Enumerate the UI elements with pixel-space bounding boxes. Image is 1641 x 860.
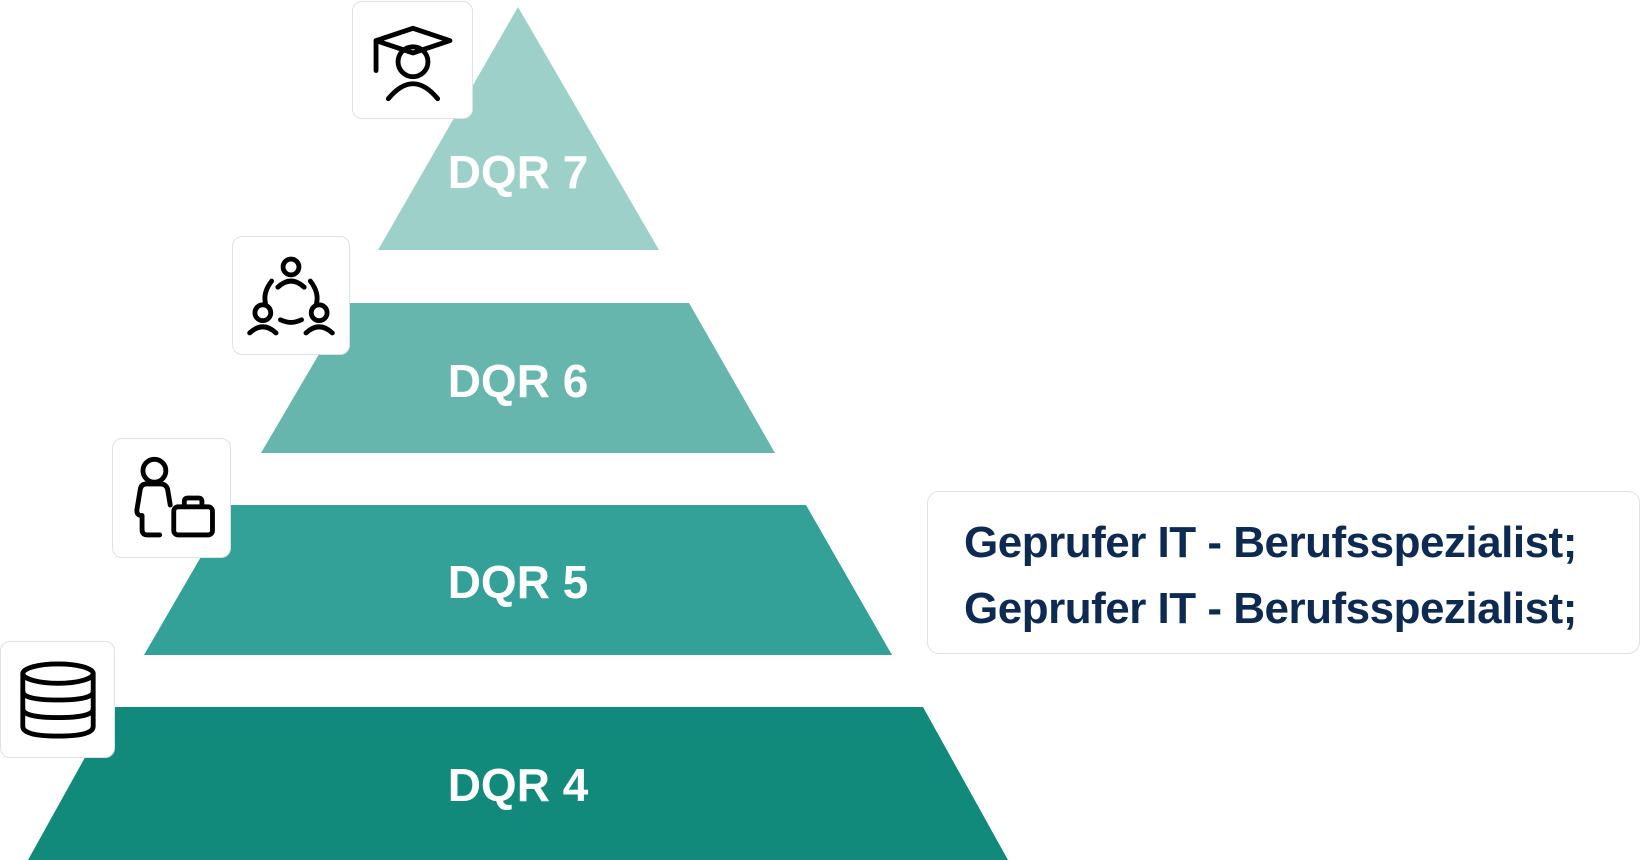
team-network-icon-box [232, 236, 350, 355]
team-network-icon [247, 256, 335, 335]
tier-label-dqr-6: DQR 6 [448, 355, 589, 407]
person-briefcase-icon-box [112, 438, 231, 558]
tier-label-dqr-7: DQR 7 [448, 146, 589, 198]
graduate-icon [373, 25, 452, 102]
qualification-line: Geprufer IT - Berufsspezialist; [964, 518, 1577, 567]
database-icon [19, 661, 96, 738]
graduate-icon-box [352, 1, 473, 119]
qualification-info-box: Geprufer IT - Berufsspezialist; Geprufer… [927, 491, 1640, 654]
qualification-line: Geprufer IT - Berufsspezialist; [964, 584, 1577, 633]
tier-label-dqr-5: DQR 5 [448, 556, 589, 608]
tier-label-dqr-4: DQR 4 [448, 759, 589, 811]
tier-dqr-6 [261, 303, 775, 453]
tier-dqr-4 [28, 707, 1008, 860]
tier-dqr-5 [144, 505, 892, 655]
database-icon-box [0, 641, 115, 758]
person-briefcase-icon [133, 456, 215, 538]
tier-dqr-7 [378, 7, 659, 250]
